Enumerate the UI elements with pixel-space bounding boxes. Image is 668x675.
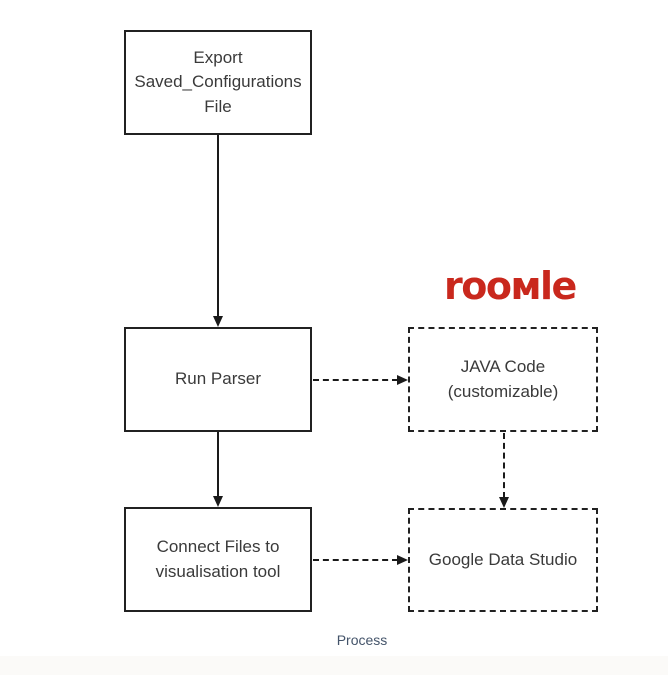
node-export-file-label: Export Saved_Configurations File (134, 47, 302, 116)
arrowhead-down-icon (213, 496, 223, 507)
arrow-line (313, 559, 398, 561)
arrow-line (313, 379, 398, 381)
node-connect-files-label: Connect Files to visualisation tool (155, 536, 281, 581)
node-connect-files: Connect Files to visualisation tool (124, 507, 312, 612)
node-google-data-studio-label: Google Data Studio (428, 549, 578, 569)
node-run-parser-label: Run Parser (175, 369, 261, 389)
arrow-line (503, 433, 505, 498)
arrowhead-down-icon (499, 497, 509, 508)
roomle-logo: rooмle (444, 264, 577, 308)
node-java-code: JAVA Code (customizable) (408, 327, 598, 432)
diagram-caption: Process (336, 632, 388, 648)
arrow-line (217, 135, 219, 317)
node-export-file: Export Saved_Configurations File (124, 30, 312, 135)
arrow-line (217, 432, 219, 497)
footer-strip (0, 656, 668, 675)
node-java-code-label: JAVA Code (customizable) (447, 356, 559, 401)
arrowhead-right-icon (397, 375, 408, 385)
arrowhead-down-icon (213, 316, 223, 327)
node-run-parser: Run Parser (124, 327, 312, 432)
node-google-data-studio: Google Data Studio (408, 508, 598, 612)
arrowhead-right-icon (397, 555, 408, 565)
